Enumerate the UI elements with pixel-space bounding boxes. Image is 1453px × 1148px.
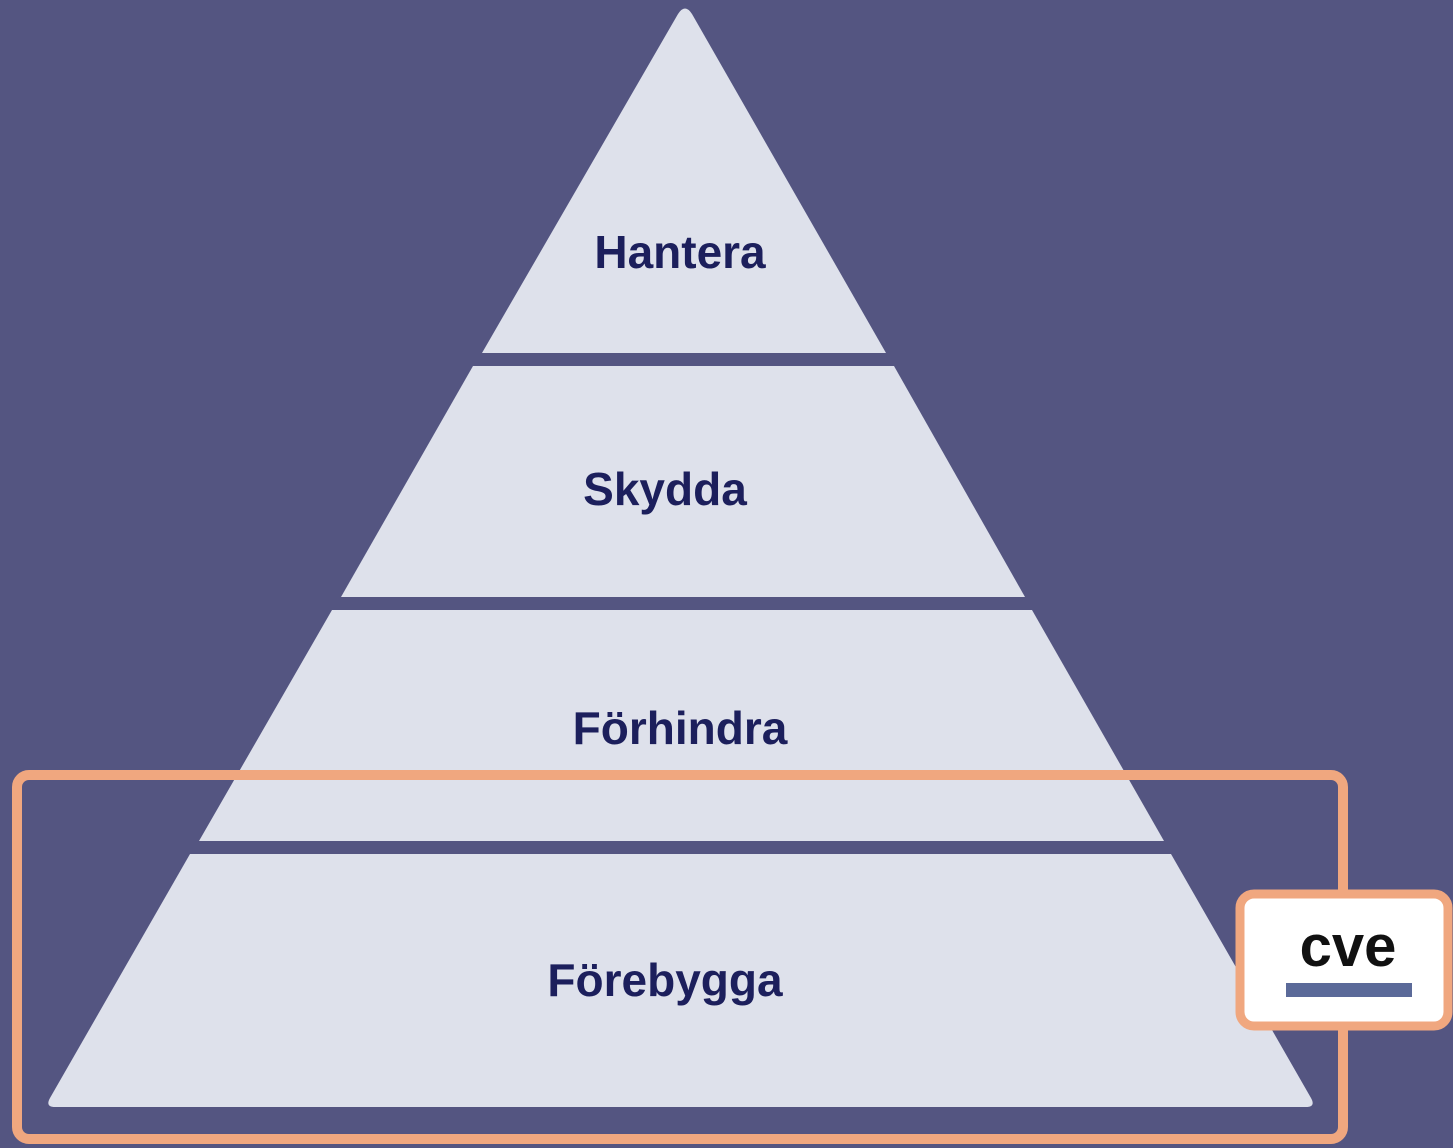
tier-label-forebygga: Förebygga — [547, 954, 783, 1006]
tier-label-hantera: Hantera — [594, 226, 766, 278]
cve-logo-badge: cve — [1235, 889, 1453, 1031]
pyramid-tier-hantera: Hantera — [482, 8, 886, 353]
tier-shape — [199, 610, 1164, 841]
tier-label-skydda: Skydda — [583, 463, 747, 515]
pyramid-tier-forebygga: Förebygga — [48, 854, 1313, 1107]
tier-label-forhindra: Förhindra — [573, 702, 788, 754]
tier-shape — [341, 366, 1025, 597]
tier-shape — [482, 8, 886, 353]
cve-logo-text: cve — [1300, 914, 1397, 979]
pyramid-tier-forhindra: Förhindra — [199, 610, 1164, 841]
tier-shape — [48, 854, 1313, 1107]
pyramid-tier-skydda: Skydda — [341, 366, 1025, 597]
cve-logo-underline — [1286, 983, 1412, 997]
